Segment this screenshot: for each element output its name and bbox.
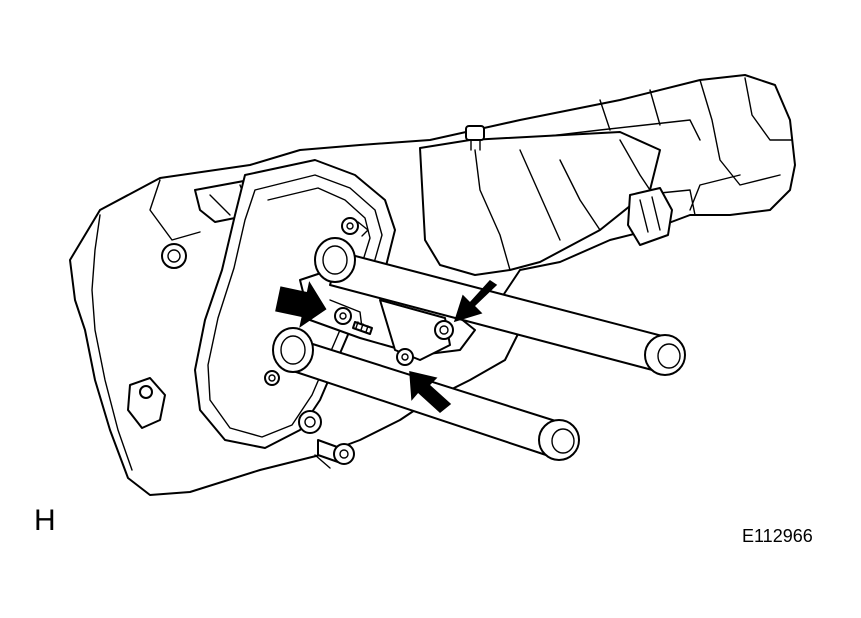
- mounting-post: [314, 439, 355, 469]
- plate-bolts: [264, 217, 369, 434]
- view-label: H: [34, 504, 56, 537]
- arrow-icon: [453, 280, 498, 323]
- upper-rod: [314, 237, 686, 376]
- upper-bracket: [419, 125, 661, 276]
- connector: [627, 187, 673, 246]
- arrow-icon: [275, 281, 327, 328]
- bottom-clip: [127, 377, 166, 429]
- arrow-icon: [409, 371, 452, 413]
- figure-id: E112966: [742, 526, 813, 546]
